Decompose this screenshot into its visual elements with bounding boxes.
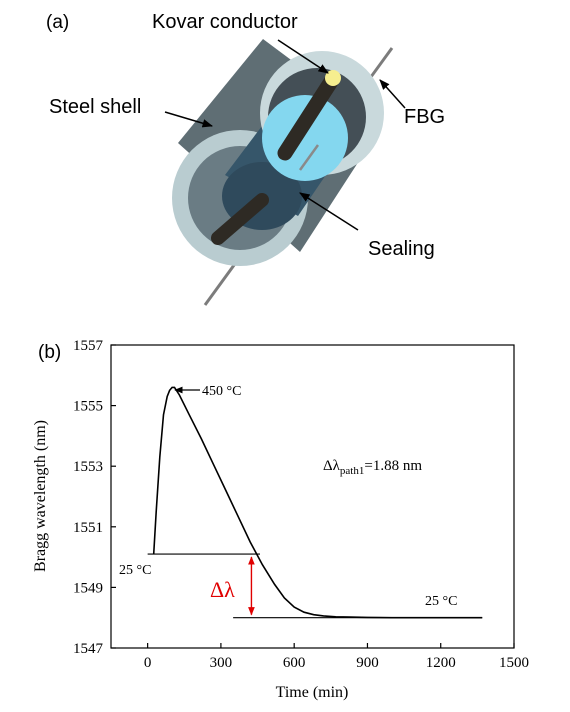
- shift-value-label: Δλpath1=1.88 nm: [323, 458, 422, 477]
- sealing-label: Sealing: [368, 238, 435, 260]
- x-tick-label: 1200: [426, 655, 456, 671]
- kovar-conductor-lower: [211, 193, 269, 245]
- kovar-arrow: [277, 39, 329, 74]
- fbg-label: FBG: [404, 106, 445, 128]
- sensor-diagram: (a) Kovar conductor Steel shell FBG Seal…: [46, 11, 445, 306]
- x-axis-ticks: 0 300 600 900 1200 1500: [144, 643, 529, 671]
- bragg-wavelength-curve: [152, 386, 483, 619]
- x-tick-label: 900: [356, 655, 379, 671]
- y-tick-label: 1553: [73, 459, 103, 475]
- x-axis-label: Time (min): [276, 684, 349, 701]
- y-tick-label: 1549: [73, 580, 103, 596]
- chart: (b) 1547 1549 1551 1553 1555 1557 0 300 600 900 1…: [32, 338, 529, 701]
- fbg-fiber-front: [298, 144, 320, 171]
- y-tick-label: 1557: [73, 338, 104, 354]
- panel-a-label: (a): [46, 12, 69, 33]
- sealing-arrow: [299, 192, 359, 231]
- sealing-face: [262, 95, 348, 181]
- kovar-tip: [325, 70, 341, 86]
- x-tick-label: 600: [283, 655, 306, 671]
- x-tick-label: 300: [210, 655, 233, 671]
- y-tick-label: 1555: [73, 399, 103, 415]
- x-tick-label: 1500: [499, 655, 529, 671]
- kovar-label: Kovar conductor: [152, 11, 298, 33]
- shift-symbol-label: Δλ: [210, 577, 235, 602]
- y-tick-label: 1551: [73, 520, 103, 536]
- x-tick-label: 0: [144, 655, 152, 671]
- steel-arrow: [164, 111, 214, 128]
- panel-b-label: (b): [38, 342, 61, 363]
- fbg-arrow: [379, 79, 406, 109]
- y-axis-ticks: 1547 1549 1551 1553 1555 1557: [73, 338, 116, 657]
- y-tick-label: 1547: [73, 641, 104, 657]
- end-temp-label: 25 °C: [425, 594, 457, 609]
- kovar-conductor: [277, 72, 340, 161]
- y-axis-label: Bragg wavelength (nm): [32, 420, 49, 572]
- peak-label: 450 °C: [202, 384, 241, 399]
- start-temp-label: 25 °C: [119, 563, 151, 578]
- steel-label: Steel shell: [49, 96, 141, 118]
- plot-frame: [110, 344, 515, 649]
